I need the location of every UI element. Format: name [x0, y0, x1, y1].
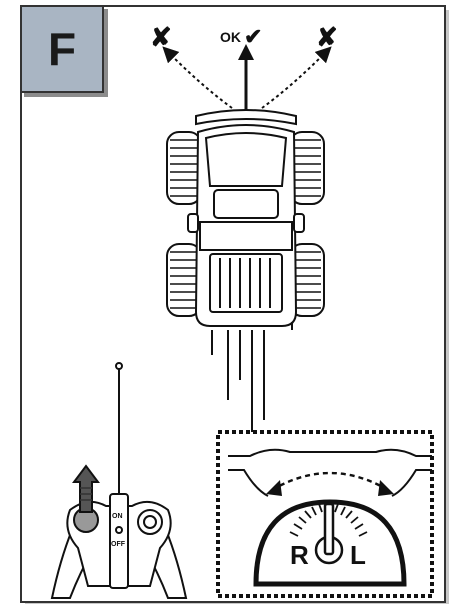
trim-knob — [314, 502, 344, 565]
trim-right-label: R — [290, 540, 309, 570]
wrong-left-icon: ✘ — [150, 22, 172, 52]
remote-controller — [50, 362, 188, 599]
left-curve-arrow — [162, 46, 233, 109]
direction-indicators: ✘ ✘ OK ✔ — [150, 22, 338, 112]
motion-lines — [211, 322, 293, 440]
trim-inset — [216, 430, 434, 598]
straight-arrow-head — [238, 44, 254, 60]
wrong-right-icon: ✘ — [316, 22, 338, 52]
step-letter-badge: F — [20, 5, 104, 93]
ok-label: OK — [220, 29, 241, 45]
remote-off-label: OFF — [111, 541, 126, 548]
truck-icon — [166, 109, 325, 327]
trim-left-label: L — [350, 540, 366, 570]
remote-on-label: ON — [112, 513, 123, 520]
trim-scale — [289, 503, 368, 537]
ok-check-icon: ✔ — [244, 24, 262, 49]
right-curve-arrow — [261, 46, 332, 109]
